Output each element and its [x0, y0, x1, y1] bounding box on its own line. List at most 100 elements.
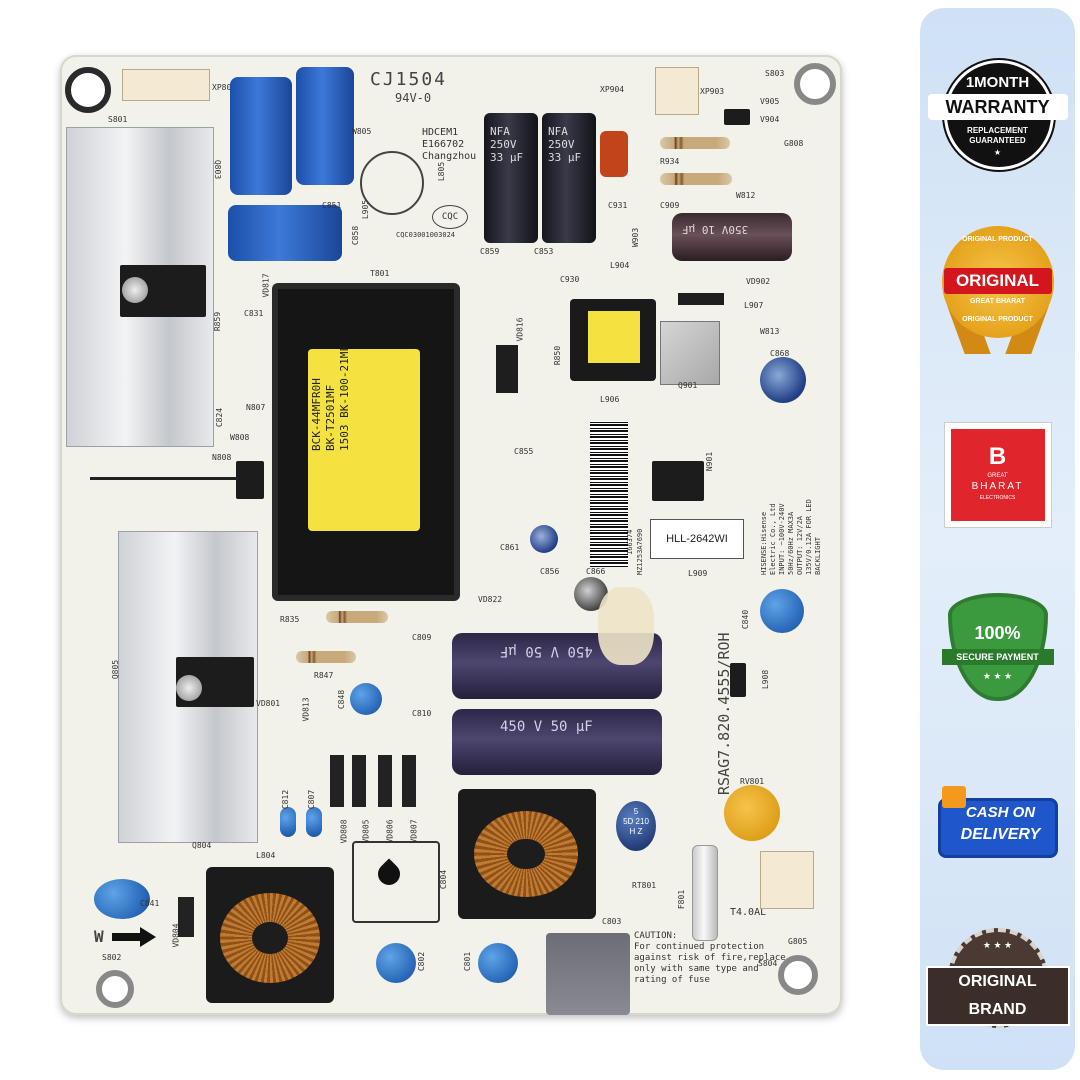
cap-350v-label: 350V 10 µF [682, 223, 749, 236]
spec-line-4: 135V/0.12A FOR LED BACKLIGHT [805, 499, 822, 575]
n901-label: N901 [705, 451, 715, 472]
part-number-label: RSAG7.820.4555/ROH [715, 632, 733, 795]
capacitor-c859 [484, 113, 538, 243]
ceramic-c812 [280, 807, 296, 837]
secure-line-2: SECURE PAYMENT [941, 649, 1054, 665]
xp903-label: XP903 [700, 87, 725, 96]
vd816-label: VD816 [515, 317, 525, 342]
resistor-r835 [326, 611, 388, 623]
w808-label: W808 [230, 433, 250, 442]
s801-label: S801 [108, 115, 128, 124]
diode-vd804 [178, 897, 194, 937]
original-product-badge: ORIGINAL PRODUCT ORIGINAL GREAT BHARAT O… [938, 226, 1058, 356]
transistor-v904 [724, 109, 750, 125]
ceramic-c840 [760, 589, 804, 633]
thermistor-label-1: 5 [633, 807, 639, 816]
screw-icon-2 [176, 675, 202, 701]
c810-label: C810 [412, 709, 432, 718]
c851-label: C851 [322, 201, 342, 210]
c824-label: C824 [215, 407, 225, 428]
stars-icon: ★ ★ ★ [982, 671, 1013, 681]
brand-small-top: GREAT [987, 473, 1008, 479]
ic-n901 [652, 461, 704, 501]
warranty-line-1: 1MONTH [965, 74, 1030, 91]
c809-label: C809 [412, 633, 432, 642]
diode-vd808 [330, 755, 344, 807]
cod-line-1: CASH ON [965, 804, 1036, 821]
x2-capacitor [546, 933, 630, 1015]
thermistor-label: 5 5D 210 H Z [622, 807, 650, 837]
vd813-label: VD813 [301, 697, 311, 722]
g808-label: G808 [784, 139, 804, 148]
electrolytic-c861 [530, 525, 558, 553]
c803-label: C803 [602, 917, 622, 926]
original-brand-text: GREAT BHARAT [970, 298, 1025, 305]
brand-logo-bg [950, 429, 1045, 521]
barcode-text-2: MZ1253A7690 [636, 528, 644, 575]
cap-c809-label: 450 V 50 µF [500, 643, 593, 659]
ceramic-c848 [350, 683, 382, 715]
mount-hole-bottom-left [96, 970, 134, 1008]
resistor-r847 [296, 651, 356, 663]
divider-trace [90, 477, 238, 480]
t801-label: T801 [370, 269, 390, 278]
cap-label-voltage: 250V [548, 138, 575, 151]
cod-bg [937, 798, 1058, 858]
original-ring-top: ORIGINAL PRODUCT [962, 236, 1033, 243]
cod-line-2: DELIVERY [960, 826, 1041, 843]
box-icon [941, 786, 966, 808]
n808-label: N808 [212, 453, 232, 462]
l805-label: L805 [437, 161, 447, 182]
w903-label: W903 [631, 227, 641, 248]
vd807-label: VD807 [409, 819, 419, 844]
capacitor-c853 [542, 113, 596, 243]
c841-label: C841 [140, 899, 160, 908]
r850-label: R850 [553, 345, 563, 366]
n807-label: N807 [246, 403, 266, 412]
trust-badges-panel: 1MONTH WARRANTY REPLACEMENT GUARANTEED ★… [920, 8, 1075, 1070]
v905-label: V905 [760, 97, 780, 106]
electrolytic-c868 [760, 357, 806, 403]
arrow-icon [112, 927, 158, 947]
connector-xp804 [122, 69, 210, 101]
c861-label: C861 [500, 543, 520, 552]
cqc-number-label: CQC03001003024 [396, 231, 456, 239]
r835-label: R835 [280, 615, 300, 624]
warranty-line-3: REPLACEMENT [967, 126, 1028, 135]
optocoupler-n808 [236, 461, 264, 499]
vd805-label: VD805 [361, 819, 371, 844]
rv801-label: RV801 [740, 777, 765, 786]
cert-label-1: HDCEM1 [422, 127, 459, 138]
rt801-label: RT801 [632, 881, 657, 890]
caution-line-2: For continued protection [634, 942, 765, 952]
cap-c810-label: 450 V 50 µF [500, 719, 593, 735]
cqc-logo-icon: CQC [432, 205, 468, 229]
diode-vd902 [678, 293, 724, 305]
board-model-label: CJ1504 [370, 69, 448, 90]
toroid-c804 [474, 811, 578, 897]
brand-logo: B GREAT BHARAT ELECTRONICS [943, 422, 1052, 528]
cap-label-value: 33 µF [490, 151, 524, 164]
connector-xp801 [760, 851, 814, 909]
original-brand-badge: ORIGINAL BRAND ★ ★ ★ [925, 928, 1070, 1032]
cap-label-brand: NFA [490, 125, 510, 138]
mount-hole-top-left [65, 67, 111, 113]
capacitor-350v [672, 213, 792, 261]
c853-label: C853 [534, 247, 554, 256]
c855-label: C855 [514, 447, 534, 456]
c866-label: C866 [586, 567, 606, 576]
caution-line-5: rating of fuse [634, 975, 710, 985]
l907-label: L907 [744, 301, 764, 310]
caution-line-3: against risk of fire,replace [634, 953, 786, 963]
mount-hole-bottom-right [778, 955, 818, 995]
g805-label: G805 [788, 937, 808, 946]
cap-label-brand: NFA [548, 125, 568, 138]
l804-label: L804 [256, 851, 276, 860]
l906-core [588, 311, 640, 363]
q803-label: Q803 [213, 159, 223, 180]
c931-label: C931 [608, 201, 628, 210]
diode-vd816 [496, 345, 518, 393]
ceramic-c807 [306, 807, 322, 837]
mount-hole-top-right [794, 63, 836, 105]
thermistor-label-3: H Z [629, 827, 643, 836]
